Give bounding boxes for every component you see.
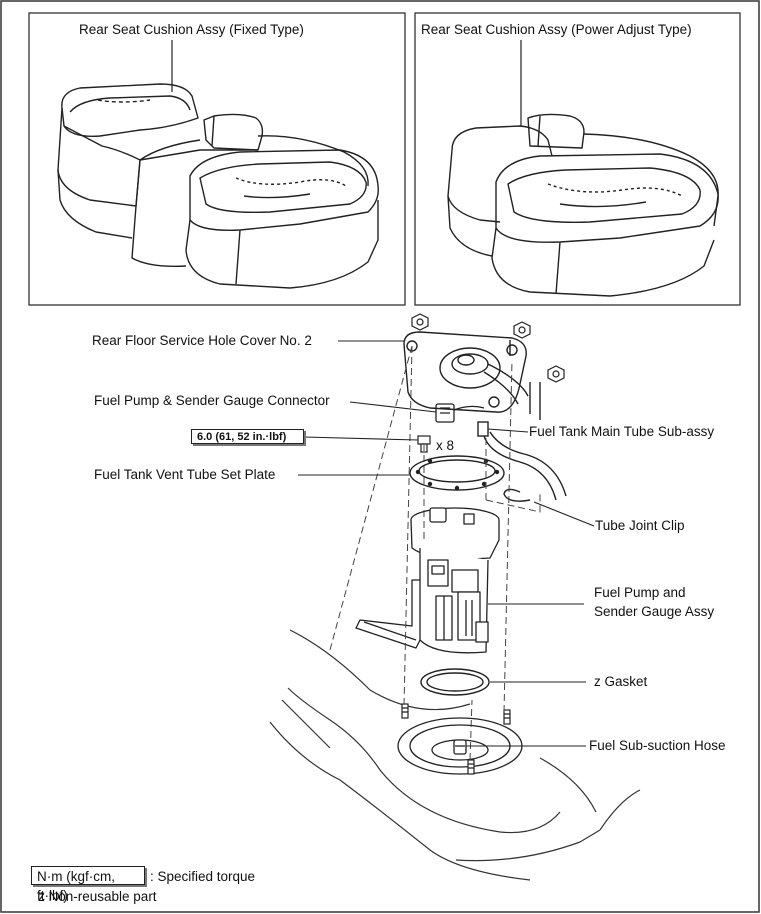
fixed-seat-panel — [28, 12, 406, 306]
gasket — [420, 668, 490, 696]
service-hole-cover — [403, 331, 529, 413]
vent-tube-set-plate — [409, 455, 505, 491]
sub-suction-hose-label: Fuel Sub-suction Hose — [589, 738, 726, 753]
callout-leaders — [298, 340, 595, 747]
pump-assy-label-line1: Fuel Pump and — [594, 585, 686, 600]
tube-joint-clip-shape — [503, 488, 531, 502]
torque-unit-legend-box: N·m (kgf·cm, ft·lbf) — [31, 866, 145, 903]
main-tube-label: Fuel Tank Main Tube Sub-assy — [529, 424, 715, 439]
tank-studs — [401, 703, 511, 775]
fixed-seat-illustration — [57, 83, 379, 289]
fixed-type-title: Rear Seat Cushion Assy (Fixed Type) — [79, 22, 304, 37]
torque-legend-desc: : Specified torque — [150, 869, 256, 884]
power-seat-panel — [414, 12, 741, 306]
service-hole-cover-label: Rear Floor Service Hole Cover No. 2 — [92, 333, 312, 348]
assembly-lines — [329, 345, 541, 761]
main-tube — [477, 340, 567, 501]
pump-connector-label: Fuel Pump & Sender Gauge Connector — [94, 393, 330, 408]
pump-connector — [435, 403, 485, 423]
power-seat-illustration — [447, 113, 719, 297]
power-type-title: Rear Seat Cushion Assy (Power Adjust Typ… — [421, 22, 692, 37]
torque-spec-box: 6.0 (61, 52 in.·lbf) — [191, 429, 304, 444]
gasket-label: z Gasket — [594, 674, 648, 689]
pump-assy-label-line2: Sender Gauge Assy — [594, 604, 715, 619]
fuel-pump-assembly — [355, 507, 500, 654]
non-reusable-legend: z Non-reusable part — [38, 889, 157, 904]
fuel-tank-outline — [269, 629, 641, 881]
vent-plate-label: Fuel Tank Vent Tube Set Plate — [94, 467, 276, 482]
bolt-count-label: x 8 — [436, 438, 455, 453]
joint-clip-label: Tube Joint Clip — [595, 518, 685, 533]
cover-nuts — [411, 313, 565, 383]
